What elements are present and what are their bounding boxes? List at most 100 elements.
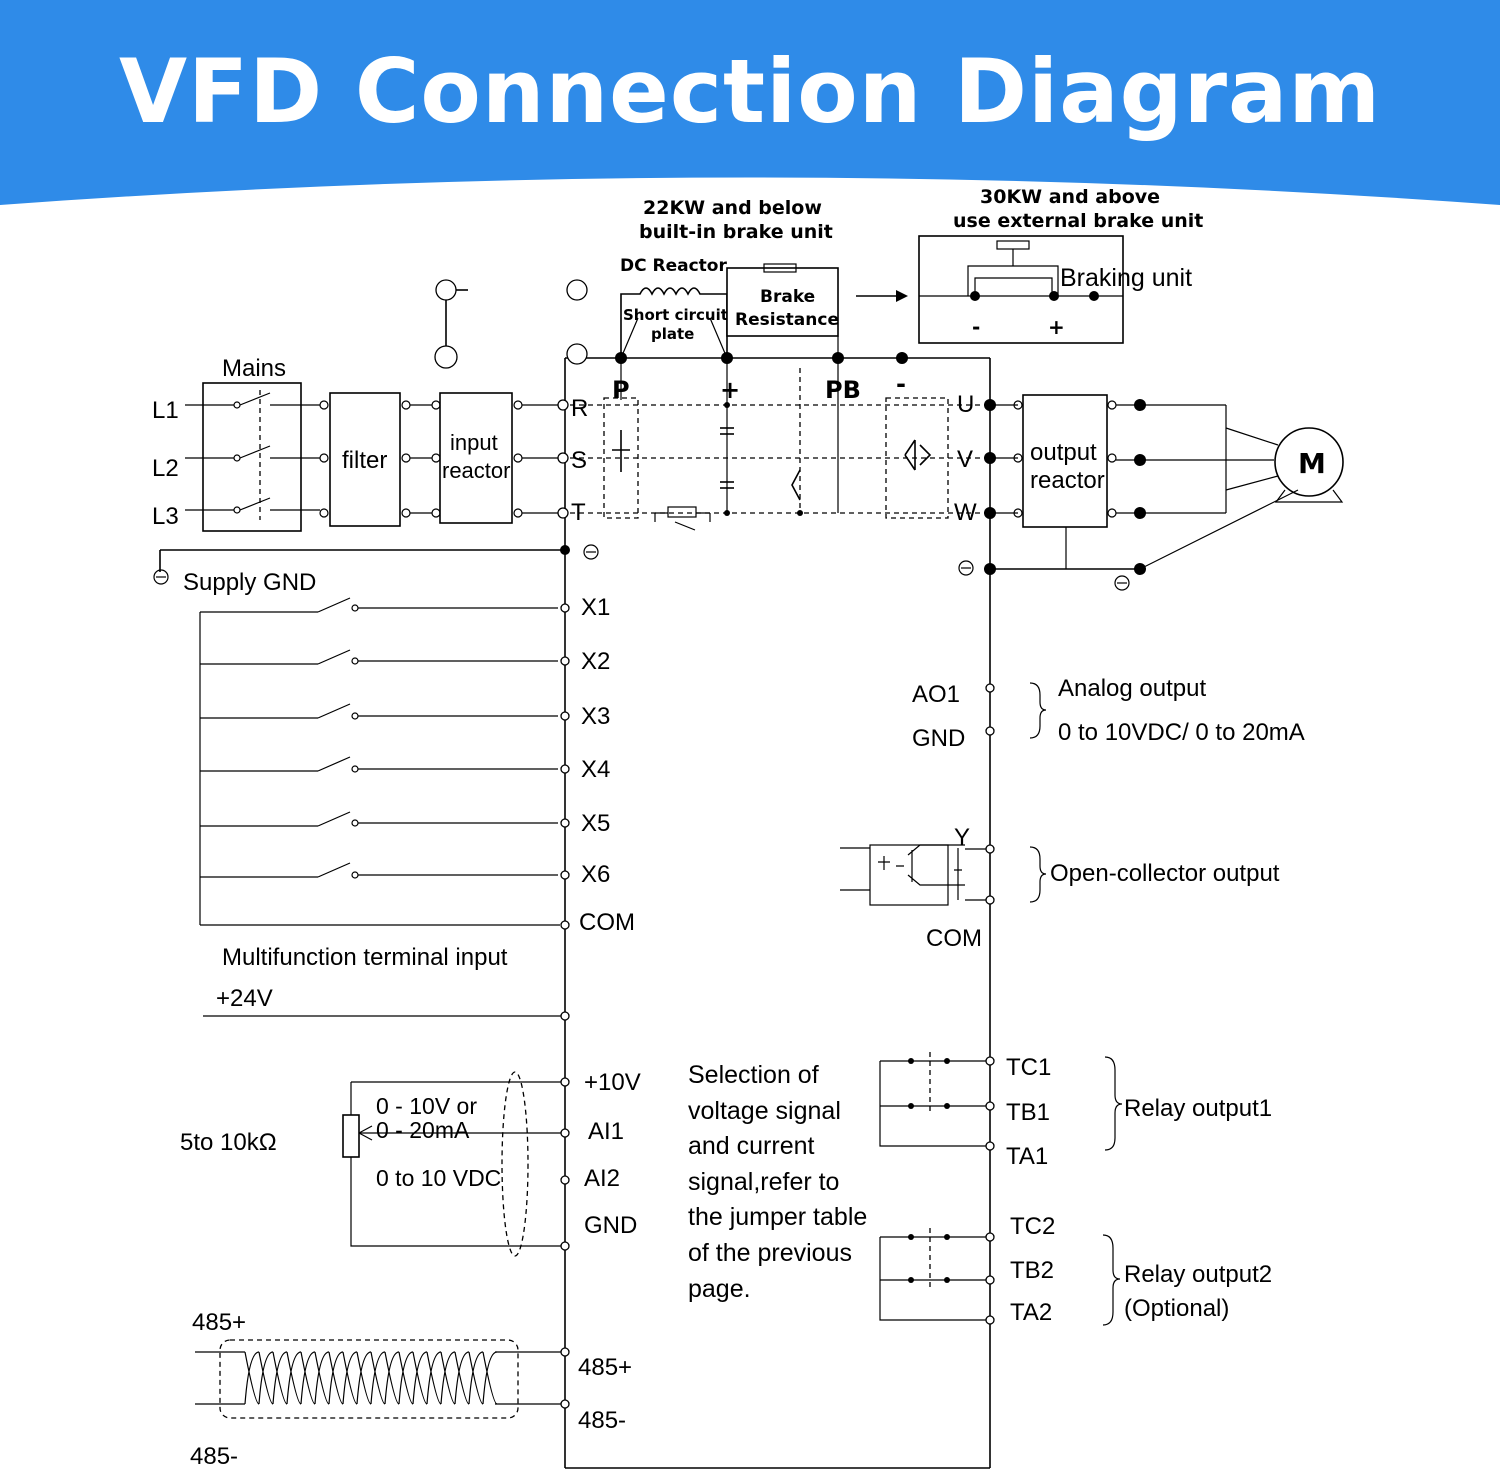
analog-output: AO1 GND Analog output 0 to 10VDC/ 0 to 2… [912, 675, 1305, 752]
internal-brake-line1: 22KW and below [643, 197, 822, 219]
terminal-com-inputs: COM [579, 909, 635, 936]
filter-label: filter [342, 447, 387, 474]
power-output-terminals: U V W [954, 391, 1023, 526]
terminal-s: S [571, 447, 587, 474]
relay-output-2: TC2 TB2 TA2 Relay output2 (Optional) [879, 1213, 1272, 1326]
relay-output-1: TC1 TB1 TA1 Relay output1 [879, 1052, 1272, 1170]
selection-note-line3: and current [688, 1132, 815, 1160]
selection-note-line2: voltage signal [688, 1097, 841, 1125]
terminal-485-plus: 485+ [578, 1354, 632, 1381]
twisted-pair-segment [482, 1351, 498, 1405]
braking-unit-label: Braking unit [1060, 264, 1192, 292]
terminal-v: V [957, 446, 973, 473]
braking-unit-minus: - [972, 315, 980, 339]
external-brake-line1: 30KW and above [980, 186, 1160, 208]
terminal-r: R [571, 395, 588, 422]
twisted-pair-segment [300, 1351, 316, 1405]
banner-background [0, 0, 1500, 205]
relay2-label-line1: Relay output2 [1124, 1261, 1272, 1288]
mains-line-l1: L1 [152, 397, 179, 424]
output-reactor-line1: output [1030, 439, 1097, 466]
ai1-range-line1: 0 - 10V or [376, 1093, 477, 1119]
rs485-minus-left: 485- [190, 1443, 238, 1470]
input-reactor-block: input reactor [431, 392, 560, 524]
terminal-x1: X1 [581, 594, 610, 621]
supply-gnd-label: Supply GND [183, 569, 316, 596]
filter-block: filter [319, 392, 432, 527]
ai2-range: 0 to 10 VDC [376, 1165, 501, 1191]
output-reactor-line2: reactor [1030, 467, 1105, 494]
terminal-x5: X5 [581, 810, 610, 837]
vfd-body [564, 343, 991, 1469]
analog-inputs: 5to 10kΩ 0 - 10V or 0 - 20mA 0 to 10 VDC… [180, 1069, 641, 1257]
selection-note-line7: page. [688, 1275, 751, 1303]
banner-title: VFD Connection Diagram [118, 40, 1382, 143]
terminal-tc1: TC1 [1006, 1054, 1051, 1081]
terminal-x4: X4 [581, 756, 610, 783]
bus-label-p: P [612, 376, 630, 404]
bus-label-plus: + [720, 376, 740, 404]
multifunction-label: Multifunction terminal input [222, 944, 508, 971]
digital-inputs: X1 X2 X3 X4 X5 X6 COM Multifunction term… [199, 594, 635, 1021]
output-reactor-block: output reactor [1022, 394, 1279, 528]
twisted-pair-segment [468, 1351, 484, 1405]
pot-label: 5to 10kΩ [180, 1129, 277, 1156]
terminal-ai1: AI1 [588, 1118, 624, 1145]
brake-section: 22KW and below built-in brake unit DC Re… [620, 186, 1203, 359]
rs485-plus-left: 485+ [192, 1309, 246, 1336]
upper-switch-symbol [434, 279, 588, 369]
mains-label: Mains [222, 355, 286, 382]
twisted-pair-segment [440, 1351, 456, 1405]
terminal-tc2: TC2 [1010, 1213, 1055, 1240]
mains-line-l3: L3 [152, 503, 179, 530]
twisted-pair-segment [384, 1351, 400, 1405]
power-input-terminals: R S T [557, 395, 588, 526]
terminal-gnd-ao: GND [912, 725, 965, 752]
terminal-x6: X6 [581, 861, 610, 888]
dc-reactor-label: DC Reactor [620, 256, 727, 276]
terminal-com-oc: COM [926, 925, 982, 952]
twisted-pair [244, 1351, 498, 1405]
twisted-pair-segment [426, 1351, 442, 1405]
relay2-label-line2: (Optional) [1124, 1295, 1229, 1322]
twisted-pair-segment [412, 1351, 428, 1405]
terminal-ai2: AI2 [584, 1165, 620, 1192]
selection-note-line1: Selection of [688, 1061, 819, 1089]
grounding: Supply GND [153, 489, 1299, 596]
twisted-pair-segment [244, 1351, 260, 1405]
twisted-pair-segment [272, 1351, 288, 1405]
analog-output-range: 0 to 10VDC/ 0 to 20mA [1058, 719, 1305, 746]
terminal-plus-10v: +10V [584, 1069, 641, 1096]
terminal-w: W [954, 499, 977, 526]
terminal-u: U [957, 391, 974, 418]
terminal-t: T [571, 499, 586, 526]
selection-note-line5: the jumper table [688, 1203, 867, 1231]
terminal-y: Y [954, 824, 970, 851]
external-brake-line2: use external brake unit [953, 210, 1203, 232]
terminal-gnd-analog: GND [584, 1212, 637, 1239]
terminal-tb2: TB2 [1010, 1257, 1054, 1284]
brake-resistance-line1: Brake [760, 287, 815, 307]
motor: M [1274, 427, 1344, 503]
twisted-pair-segment [454, 1351, 470, 1405]
twisted-pair-segment [356, 1351, 372, 1405]
motor-label: M [1298, 447, 1326, 480]
mains-section: Mains L1 L2 L3 [152, 355, 320, 532]
internal-circuit [570, 352, 990, 531]
dc-bus-labels: P + PB - [612, 370, 906, 404]
twisted-pair-segment [286, 1351, 302, 1405]
bus-label-pb: PB [825, 376, 861, 404]
twisted-pair-segment [398, 1351, 414, 1405]
selection-note: Selection of voltage signal and current … [688, 1061, 867, 1303]
twisted-pair-segment [258, 1351, 274, 1405]
braking-unit-plus: + [1048, 315, 1065, 339]
short-circuit-line1: Short circuit [623, 306, 728, 324]
internal-brake-line2: built-in brake unit [639, 221, 833, 243]
input-reactor-line1: input [450, 430, 498, 455]
terminal-tb1: TB1 [1006, 1099, 1050, 1126]
rs485: 485+ 485- 485+ 485- [190, 1309, 632, 1470]
open-collector-output: Y COM Open-collector output [840, 824, 1280, 952]
brake-resistance-line2: Resistance [735, 310, 839, 330]
terminal-485-minus: 485- [578, 1407, 626, 1434]
